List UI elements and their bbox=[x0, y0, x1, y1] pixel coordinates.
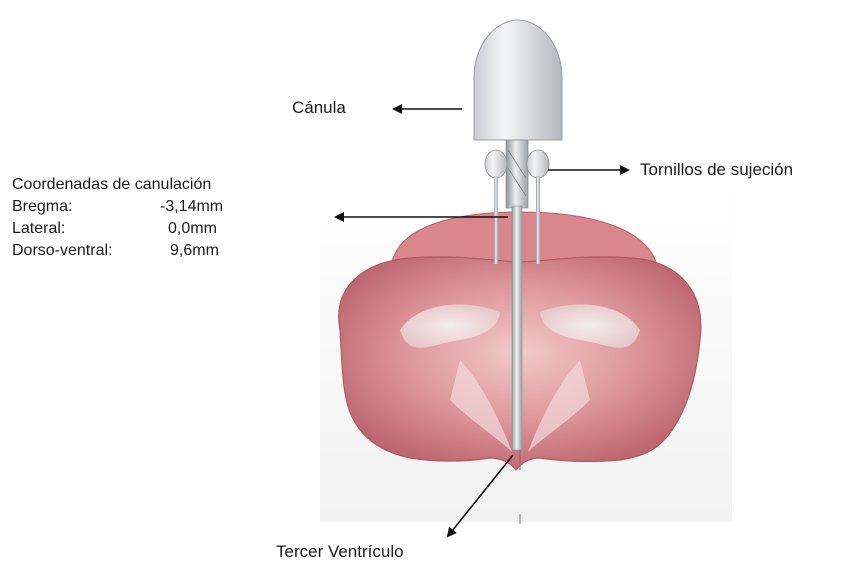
coord-value: 9,6mm bbox=[160, 242, 219, 260]
screw-head-right bbox=[527, 150, 549, 178]
coord-row-bregma: Bregma: -3,14mm bbox=[12, 196, 223, 218]
screw-head-left bbox=[485, 150, 507, 178]
label-canula: Cánula bbox=[292, 98, 346, 118]
label-tercer-ventriculo: Tercer Ventrículo bbox=[276, 542, 404, 562]
label-tornillos: Tornillos de sujeción bbox=[640, 160, 793, 180]
coord-value: -3,14mm bbox=[160, 198, 223, 216]
screw-shaft-left bbox=[494, 176, 498, 264]
coord-value: 0,0mm bbox=[160, 220, 217, 238]
screw-shaft-right bbox=[536, 176, 540, 264]
coordinates-block: Coordenadas de canulación Bregma: -3,14m… bbox=[12, 174, 223, 262]
cannula-connector bbox=[506, 140, 528, 208]
cannula-cap bbox=[474, 20, 562, 140]
coord-name: Lateral: bbox=[12, 220, 160, 238]
coordinates-title: Coordenadas de canulación bbox=[12, 174, 223, 196]
coord-name: Dorso-ventral: bbox=[12, 242, 160, 260]
coord-row-lateral: Lateral: 0,0mm bbox=[12, 218, 223, 240]
coord-row-dorso-ventral: Dorso-ventral: 9,6mm bbox=[12, 240, 223, 262]
cannula-needle bbox=[512, 206, 522, 450]
coord-name: Bregma: bbox=[12, 198, 160, 216]
